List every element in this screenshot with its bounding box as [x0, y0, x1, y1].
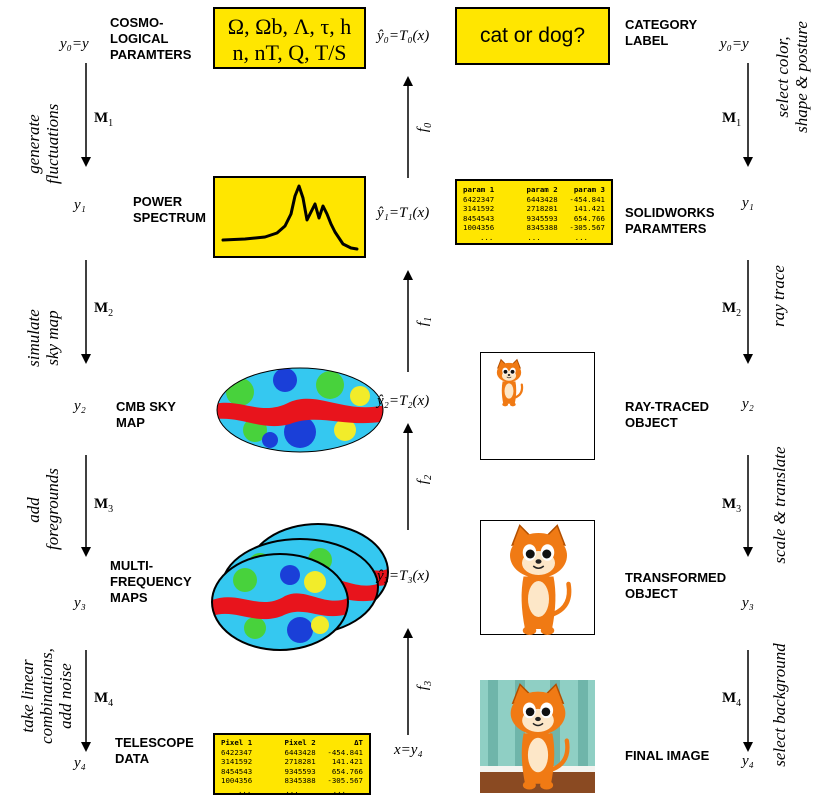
- var-y1-right: y₁: [742, 195, 754, 211]
- right-process-m3: scale & translate: [770, 446, 789, 564]
- label-ray-traced-object: RAY-TRACED OBJECT: [625, 399, 710, 430]
- left-process-m2: simulate sky map: [24, 309, 62, 367]
- ray-traced-object-frame: [480, 352, 595, 460]
- var-y4-right: y₄: [742, 753, 754, 769]
- category-question-box: cat or dog?: [455, 7, 610, 65]
- left-process-m1: generate fluctuations: [24, 103, 62, 184]
- var-yhat1: ŷ₁=T₁(x): [377, 205, 430, 221]
- power-spectrum-box: [213, 176, 366, 258]
- telescope-table-header: Pixel 1 Pixel 2 ΔT: [221, 738, 363, 747]
- cosmo-params-line2: n, nT, Q, T/S: [232, 40, 347, 65]
- cosmo-params-line1: Ω, Ωb, Λ, τ, h: [227, 14, 352, 39]
- transformed-object-frame: [480, 520, 595, 635]
- label-power-spectrum: POWER SPECTRUM: [133, 194, 206, 225]
- large-cat-image: [510, 524, 572, 635]
- right-process-m1: select color, shape & posture: [773, 21, 811, 133]
- final-cat-image: [480, 680, 595, 793]
- var-y3-left: y₃: [74, 595, 86, 611]
- var-y0-right: y₀=y: [720, 36, 749, 52]
- right-process-m2: ray trace: [769, 265, 788, 327]
- operator-f3: f3: [415, 680, 435, 691]
- label-cmb-sky-map: CMB SKY MAP: [116, 399, 176, 430]
- right-operator-m2: M2: [722, 300, 742, 319]
- var-x-y4: x=y₄: [394, 742, 423, 758]
- var-y2-right: y₂: [742, 396, 754, 412]
- final-image-frame: [480, 680, 595, 793]
- left-operator-m2: M2: [94, 300, 114, 319]
- right-operator-m1: M1: [722, 110, 742, 129]
- table-row: .........: [479, 232, 588, 242]
- left-operator-m1: M1: [94, 110, 114, 129]
- label-telescope-data: TELESCOPE DATA: [115, 735, 194, 766]
- right-operator-m3: M3: [722, 496, 742, 515]
- small-cat-image: [496, 358, 524, 407]
- left-process-m4: take linear combinations, add noise: [18, 648, 75, 744]
- operator-f1: f1: [415, 316, 435, 327]
- left-process-m3: add foregrounds: [24, 468, 62, 550]
- label-category-label: CATEGORY LABEL: [625, 17, 698, 48]
- var-yhat0: ŷ₀=T₀(x): [377, 28, 430, 44]
- var-y3-right: y₃: [742, 595, 754, 611]
- label-solidworks-parameters: SOLIDWORKS PARAMTERS: [625, 205, 715, 236]
- var-y2-left: y₂: [74, 398, 86, 414]
- solidworks-table-header: param 1 param 2 param 3: [463, 185, 605, 194]
- cosmo-params-box: Ω, Ωb, Λ, τ, h n, nT, Q, T/S: [213, 7, 366, 69]
- var-y4-left: y₄: [74, 755, 86, 771]
- table-row: .........: [237, 785, 346, 795]
- left-operator-m3: M3: [94, 496, 114, 515]
- right-operator-m4: M4: [722, 690, 742, 709]
- left-operator-m4: M4: [94, 690, 114, 709]
- label-transformed-object: TRANSFORMED OBJECT: [625, 570, 727, 601]
- var-yhat3: ŷ₃=T₃(x): [377, 568, 430, 584]
- label-final-image: FINAL IMAGE: [625, 748, 710, 763]
- power-spectrum-curve: [221, 184, 359, 251]
- var-y1-left: y₁: [74, 197, 86, 213]
- operator-f2: f2: [415, 474, 435, 485]
- var-yhat2: ŷ₂=T₂(x): [377, 393, 430, 409]
- right-process-m4: select background: [770, 643, 789, 767]
- operator-f0: f0: [415, 122, 435, 133]
- var-y0-left: y₀=y: [60, 36, 89, 52]
- label-multi-frequency-maps: MULTI- FREQUENCY MAPS: [110, 558, 192, 605]
- label-cosmological-parameters: COSMO- LOGICAL PARAMTERS: [110, 15, 192, 62]
